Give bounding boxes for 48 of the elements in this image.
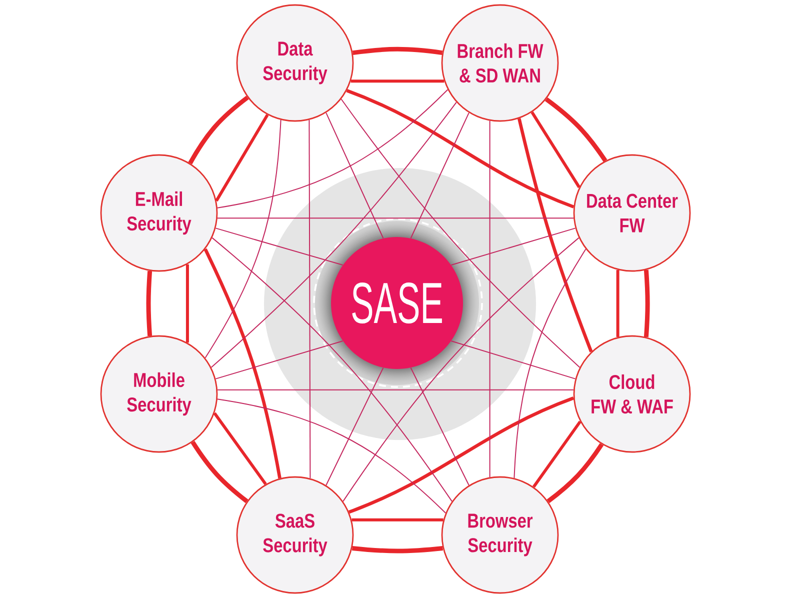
connector-line bbox=[216, 218, 574, 219]
connector-line bbox=[217, 389, 574, 390]
connector-line bbox=[616, 270, 620, 338]
connector-line bbox=[186, 264, 189, 343]
circle-node: Browser Security bbox=[441, 476, 559, 594]
connector-line bbox=[215, 114, 269, 202]
connector-line bbox=[212, 237, 452, 502]
connector-line bbox=[210, 102, 457, 368]
connector-line bbox=[340, 98, 580, 368]
connector-line bbox=[213, 412, 267, 486]
connector-line bbox=[350, 80, 444, 83]
connector-line bbox=[532, 420, 582, 488]
circle-node: Mobile Security bbox=[100, 335, 218, 453]
connector-line bbox=[410, 367, 470, 486]
connector-line bbox=[352, 546, 444, 554]
connector-line bbox=[450, 228, 576, 266]
connector-line bbox=[204, 248, 282, 479]
connector-line bbox=[410, 112, 470, 239]
connector-line bbox=[326, 112, 384, 239]
connector-line bbox=[190, 440, 248, 504]
connector-line bbox=[489, 120, 490, 478]
connector-line bbox=[348, 396, 574, 514]
connector-line bbox=[546, 443, 604, 504]
connector-line bbox=[216, 89, 448, 208]
connector-line bbox=[308, 119, 311, 479]
connector-line bbox=[346, 89, 574, 208]
connector-line bbox=[352, 46, 442, 56]
connector-line bbox=[188, 96, 249, 164]
connector-line bbox=[518, 118, 593, 352]
connector-line bbox=[450, 340, 576, 380]
circle-node: Cloud FW & WAF bbox=[573, 335, 691, 453]
connector-line bbox=[530, 111, 581, 188]
circle-node: Data Security bbox=[236, 4, 354, 122]
circle-node: Data Center FW bbox=[573, 154, 691, 272]
circle-node: SaaS Security bbox=[236, 476, 354, 594]
connector-line bbox=[544, 97, 608, 162]
connector-line bbox=[326, 367, 384, 486]
connector-line bbox=[215, 340, 344, 380]
connector-line bbox=[204, 119, 282, 358]
connector-line bbox=[216, 398, 446, 514]
connector-line bbox=[146, 270, 152, 336]
connector-line bbox=[644, 270, 650, 338]
circle-node: Branch FW & SD WAN bbox=[441, 4, 559, 122]
connector-line bbox=[215, 228, 344, 266]
connector-line bbox=[342, 237, 580, 502]
connector-line bbox=[514, 248, 586, 479]
circle-node: E-Mail Security bbox=[100, 154, 218, 272]
connector-line bbox=[352, 518, 444, 522]
